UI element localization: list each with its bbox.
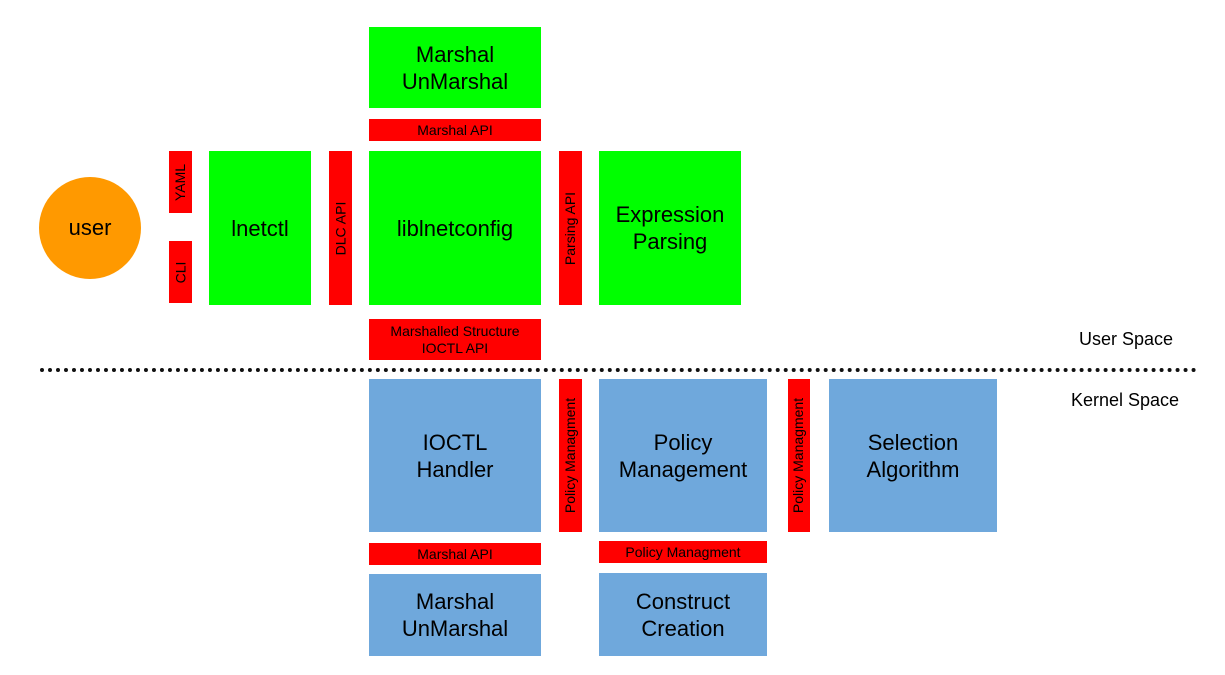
kernel-marshal-unmarshal-block: Marshal UnMarshal [369, 574, 541, 656]
policy-management-api-bottom: Policy Managment [599, 541, 767, 563]
ioctl-handler-block: IOCTL Handler [369, 379, 541, 532]
marshalled-structure-ioctl-api: Marshalled Structure IOCTL API [369, 319, 541, 360]
userspace-marshal-unmarshal-block: Marshal UnMarshal [369, 27, 541, 108]
kernel-marshal-api: Marshal API [369, 543, 541, 565]
construct-creation-block: Construct Creation [599, 573, 767, 656]
selection-algorithm-block: Selection Algorithm [829, 379, 997, 532]
cli-interface: CLI [169, 241, 192, 303]
expression-parsing-block: Expression Parsing [599, 151, 741, 305]
userspace-marshal-api: Marshal API [369, 119, 541, 141]
user-actor: user [39, 177, 141, 279]
user-kernel-divider [40, 368, 1197, 372]
dlc-api: DLC API [329, 151, 352, 305]
policy-management-block: Policy Management [599, 379, 767, 532]
policy-management-api-right: Policy Managment [788, 379, 810, 532]
kernel-space-label: Kernel Space [1071, 390, 1180, 410]
user-label: user [68, 215, 112, 240]
lnetctl-block: lnetctl [209, 151, 311, 305]
yaml-interface: YAML [169, 151, 192, 213]
parsing-api: Parsing API [559, 151, 582, 305]
user-space-label: User Space [1079, 329, 1174, 349]
policy-management-api-left: Policy Managment [559, 379, 582, 532]
liblnetconfig-block: liblnetconfig [369, 151, 541, 305]
